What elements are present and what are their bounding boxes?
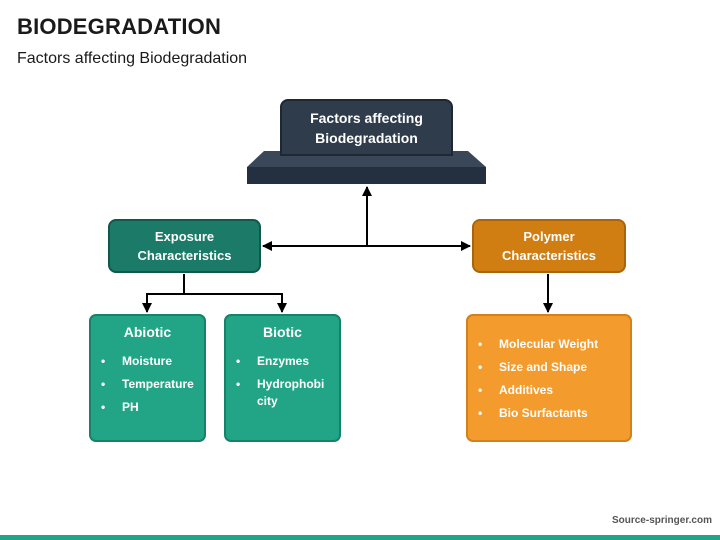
biotic-card-title: Biotic [263,324,302,340]
bottom-accent-bar [0,535,720,540]
list-item: • Hydrophobi city [234,376,335,410]
bullet-icon: • [478,383,483,397]
bullet-icon: • [478,360,483,374]
list-item-label: Temperature [122,377,194,391]
list-item-label: PH [122,400,139,414]
list-item: • Temperature [99,376,200,393]
bullet-icon: • [101,377,106,391]
bullet-icon: • [101,354,106,368]
page-subtitle: Factors affecting Biodegradation [17,50,248,67]
biotic-card: Biotic • Enzymes • Hydrophobi city [224,314,341,442]
list-item: • Moisture [99,353,200,370]
bullet-icon: • [478,337,483,351]
polymer-node-line2: Characteristics [502,248,596,263]
list-item: • Size and Shape [476,359,626,376]
list-item-label: Bio Surfactants [499,406,588,420]
bullet-icon: • [478,406,483,420]
list-item-label: Enzymes [257,354,310,368]
abiotic-card: Abiotic • Moisture • Temperature • PH [89,314,206,442]
root-node: Factors affecting Biodegradation [280,99,453,156]
biotic-list: • Enzymes • Hydrophobi city [234,353,335,416]
source-credit: Source-springer.com [611,515,712,526]
bullet-icon: • [236,354,241,368]
exposure-node-line1: Exposure [154,229,215,244]
bullet-icon: • [101,400,106,414]
list-item-label: Hydrophobi city [257,377,325,408]
list-item-label: Molecular Weight [499,337,599,351]
exposure-node-line2: Characteristics [137,248,232,263]
page-title: BIODEGRADATION [17,14,222,39]
exposure-node: Exposure Characteristics [108,219,261,273]
list-item-label: Size and Shape [499,360,588,374]
polymer-properties-card: • Molecular Weight • Size and Shape • Addit… [466,314,632,442]
abiotic-list: • Moisture • Temperature • PH [99,353,200,422]
abiotic-card-title: Abiotic [123,324,172,340]
bullet-icon: • [236,377,241,391]
root-node-line2: Biodegradation [315,129,418,146]
list-item-label: Additives [499,383,554,397]
polymer-node-line1: Polymer [523,229,575,244]
list-item: • Bio Surfactants [476,405,626,422]
polymer-properties-list: • Molecular Weight • Size and Shape • Addit… [476,336,626,428]
list-item-label: Moisture [122,354,173,368]
list-item: • Enzymes [234,353,335,370]
list-item: • Additives [476,382,626,399]
polymer-node: Polymer Characteristics [472,219,626,273]
list-item: • Molecular Weight [476,336,626,353]
list-item: • PH [99,399,200,416]
root-node-line1: Factors affecting [310,109,423,126]
